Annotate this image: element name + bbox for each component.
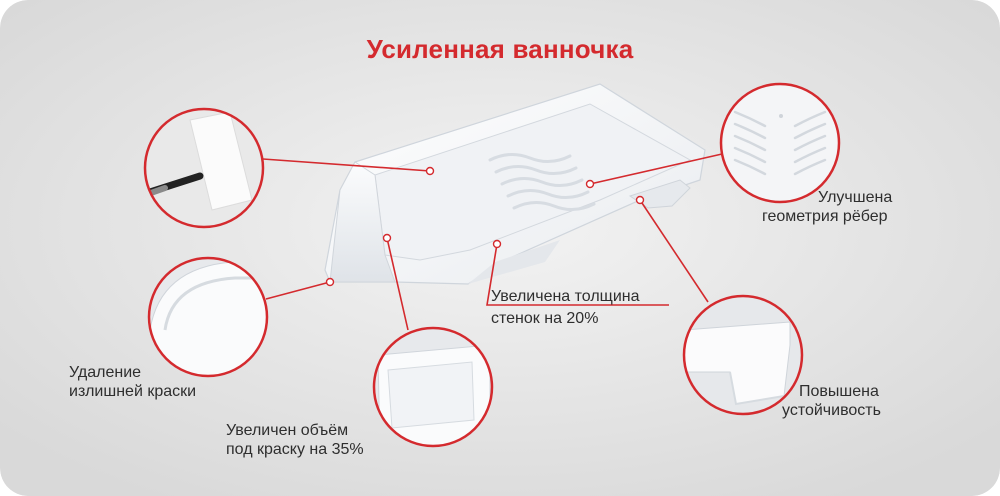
- page-title: Усиленная ванночка: [366, 34, 634, 64]
- caption-thickness-line1: Увеличена толщина: [491, 288, 640, 305]
- caption-volume-line2: под краску на 35%: [226, 441, 364, 458]
- caption-remove-line2: излишней краски: [69, 383, 197, 400]
- caption-stability-line1: Повышена: [799, 383, 879, 400]
- tray-front-wall: [329, 161, 396, 283]
- caption-stability: Повышена устойчивость: [782, 382, 881, 420]
- connector-dots: [325, 166, 645, 287]
- paint-tray: [324, 83, 706, 285]
- connector-lines: [262, 153, 723, 331]
- caption-volume-line1: Увеличен объём: [226, 422, 349, 439]
- detail-circle-volume: [372, 326, 494, 448]
- detail-circle-edge: [147, 256, 269, 378]
- caption-thickness: Увеличена толщина стенок на 20%: [491, 287, 640, 328]
- caption-ribs: Улучшена геометрия рёбер: [762, 188, 892, 226]
- tray-bottom: [468, 240, 560, 284]
- caption-remove-line1: Удаление: [69, 364, 142, 381]
- caption-ribs-line1: Улучшена: [818, 189, 893, 206]
- caption-volume: Увеличен объём под краску на 35%: [226, 421, 364, 459]
- caption-thickness-line2: стенок на 20%: [491, 310, 599, 327]
- detail-circle-ribs: [719, 82, 841, 204]
- caption-ribs-line2: геометрия рёбер: [762, 208, 888, 225]
- caption-remove: Удаление излишней краски: [69, 363, 196, 401]
- caption-stability-line2: устойчивость: [782, 402, 881, 419]
- detail-circle-roller: [143, 107, 265, 229]
- tray-ribs: [488, 153, 596, 211]
- tray-leg-right: [628, 179, 691, 209]
- detail-circle-stability: [682, 294, 804, 416]
